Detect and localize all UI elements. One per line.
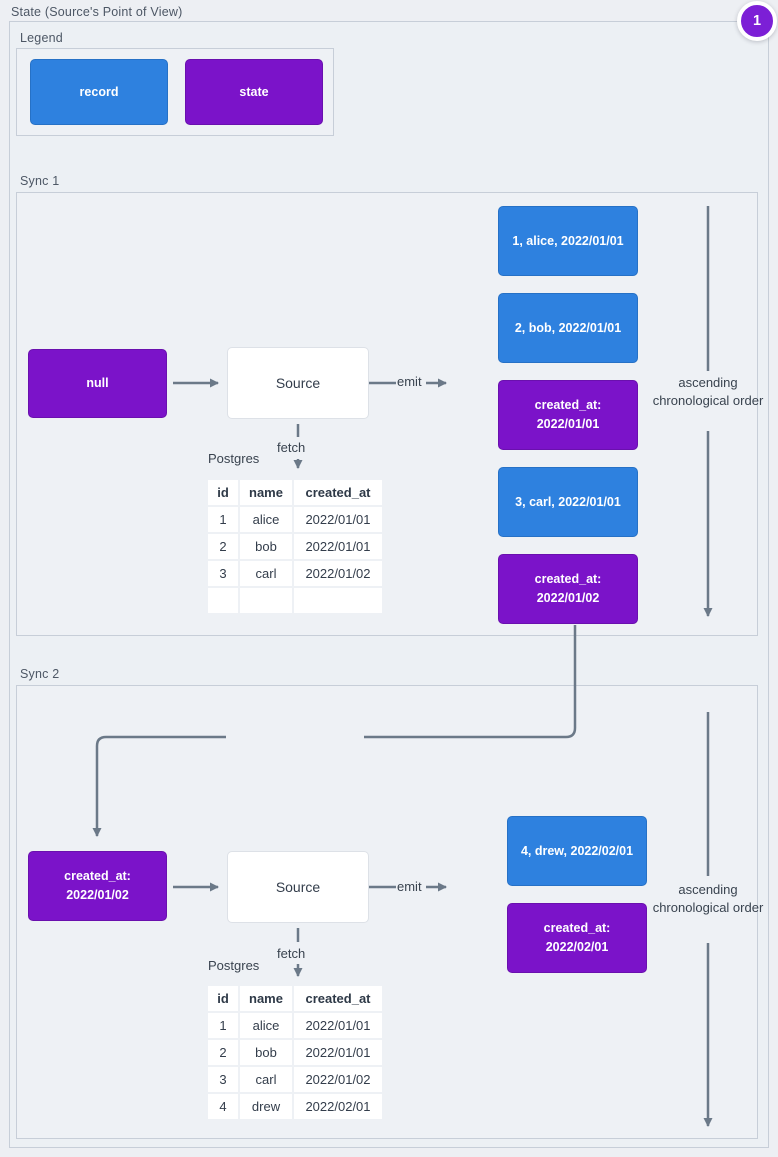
cell: bob	[240, 534, 292, 559]
col-header-name: name	[240, 986, 292, 1011]
cell: 1	[208, 1013, 238, 1038]
emitted-state-box: created_at: 2022/02/01	[507, 903, 647, 973]
cell: 3	[208, 561, 238, 586]
cell: 1	[208, 507, 238, 532]
sync2-fetch-label: fetch	[277, 946, 306, 961]
sync1-fetch-label: fetch	[277, 440, 306, 455]
table-row: 1 alice 2022/01/01	[208, 1013, 382, 1038]
cell: drew	[240, 1094, 292, 1119]
emitted-state-box: created_at: 2022/01/02	[498, 554, 638, 624]
table-row: 3 carl 2022/01/02	[208, 561, 382, 586]
col-header-id: id	[208, 480, 238, 505]
emitted-record-box: 1, alice, 2022/01/01	[498, 206, 638, 276]
cell: 4	[208, 1094, 238, 1119]
cell	[240, 588, 292, 613]
sync2-emit-label: emit	[397, 879, 422, 894]
cell: alice	[240, 1013, 292, 1038]
cell: 2022/01/01	[294, 1040, 382, 1065]
sync1-order-label: ascending chronological order	[652, 375, 764, 408]
col-header-name: name	[240, 480, 292, 505]
emitted-record-box: 3, carl, 2022/01/01	[498, 467, 638, 537]
table-row: 4 drew 2022/02/01	[208, 1094, 382, 1119]
cell	[208, 588, 238, 613]
cell: alice	[240, 507, 292, 532]
cell: bob	[240, 1040, 292, 1065]
cell: 2	[208, 534, 238, 559]
cell: 2022/02/01	[294, 1094, 382, 1119]
legend-label: Legend	[20, 31, 63, 45]
cell: 3	[208, 1067, 238, 1092]
sync1-input-state-box: null	[28, 349, 167, 418]
table-row-empty	[208, 588, 382, 613]
cell: 2022/01/02	[294, 561, 382, 586]
table-row: 2 bob 2022/01/01	[208, 534, 382, 559]
cell: carl	[240, 1067, 292, 1092]
emitted-state-box: created_at: 2022/01/01	[498, 380, 638, 450]
sync1-label: Sync 1	[20, 174, 60, 188]
cell: 2	[208, 1040, 238, 1065]
cell: 2022/01/01	[294, 534, 382, 559]
col-header-created-at: created_at	[294, 480, 382, 505]
sync1-postgres-label: Postgres	[208, 451, 260, 466]
sync2-source-box: Source	[228, 852, 368, 922]
cell: carl	[240, 561, 292, 586]
sync2-postgres-label: Postgres	[208, 958, 260, 973]
cell: 2022/01/02	[294, 1067, 382, 1092]
sync1-postgres-table: id name created_at 1 alice 2022/01/01 2 …	[206, 478, 384, 615]
table-header-row: id name created_at	[208, 986, 382, 1011]
legend-record-swatch: record	[30, 59, 168, 125]
table-row: 2 bob 2022/01/01	[208, 1040, 382, 1065]
cell	[294, 588, 382, 613]
sync2-postgres-table: id name created_at 1 alice 2022/01/01 2 …	[206, 984, 384, 1121]
col-header-id: id	[208, 986, 238, 1011]
sync2-label: Sync 2	[20, 667, 60, 681]
emitted-record-box: 2, bob, 2022/01/01	[498, 293, 638, 363]
col-header-created-at: created_at	[294, 986, 382, 1011]
cell: 2022/01/01	[294, 507, 382, 532]
table-row: 3 carl 2022/01/02	[208, 1067, 382, 1092]
sync1-emit-label: emit	[397, 374, 422, 389]
legend-state-swatch: state	[185, 59, 323, 125]
diagram-title: State (Source's Point of View)	[11, 5, 183, 19]
sync2-input-state-box: created_at: 2022/01/02	[28, 851, 167, 921]
sync1-source-box: Source	[228, 348, 368, 418]
cell: 2022/01/01	[294, 1013, 382, 1038]
table-header-row: id name created_at	[208, 480, 382, 505]
emitted-record-box: 4, drew, 2022/02/01	[507, 816, 647, 886]
sync2-order-label: ascending chronological order	[652, 882, 764, 915]
table-row: 1 alice 2022/01/01	[208, 507, 382, 532]
step-badge: 1	[737, 1, 777, 41]
